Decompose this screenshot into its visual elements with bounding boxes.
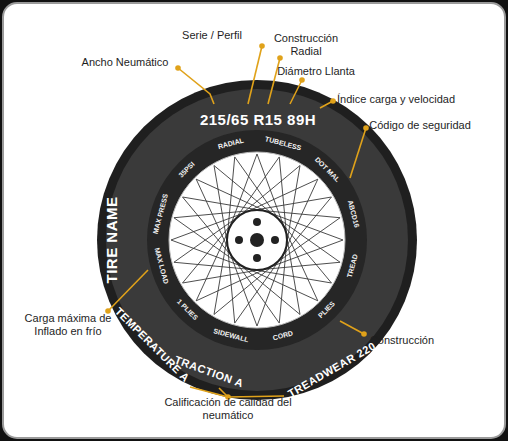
leader-dot xyxy=(363,125,369,131)
tire-tread xyxy=(97,80,417,400)
sidewall-text: TUBELESS xyxy=(263,135,301,153)
leader-dot xyxy=(175,65,181,71)
leader-line xyxy=(268,58,280,104)
sidewall-text: CORD xyxy=(272,329,294,342)
spoke xyxy=(283,225,318,301)
spoke xyxy=(242,266,318,301)
spoke xyxy=(196,225,231,301)
wire-spokes xyxy=(171,154,343,326)
leader-dot xyxy=(259,43,265,49)
sidewall-text: ABCD16 xyxy=(345,200,360,229)
leader-line xyxy=(190,387,228,397)
spoke xyxy=(214,232,228,314)
callout-label: Serie / Perfil xyxy=(182,29,242,42)
leader-dots xyxy=(105,43,369,400)
wheel-hub xyxy=(227,210,287,270)
callout-label: Calificación de calidad del neumático xyxy=(143,396,313,422)
center-hole xyxy=(250,233,264,247)
sidewall-text: TREAD xyxy=(345,253,359,278)
leader-line xyxy=(290,80,302,104)
leader-dot xyxy=(330,98,336,104)
spoke xyxy=(196,179,272,214)
spoke xyxy=(286,232,300,314)
sidewall-text: 1 PLIES xyxy=(175,298,199,322)
sidewall-text: PLIES xyxy=(317,300,337,320)
bead-band xyxy=(147,130,367,350)
lug-hole xyxy=(253,254,261,262)
card-panel xyxy=(3,3,505,438)
callout-label: Construcción xyxy=(370,334,434,347)
spoke xyxy=(249,269,331,283)
sidewall-text: SIDEWALL xyxy=(213,327,250,344)
leader-dot xyxy=(277,55,283,61)
leader-dot xyxy=(361,331,367,337)
sidewall-text: 35PSI xyxy=(177,160,196,179)
leader-line xyxy=(178,68,214,104)
callout-label: Construcción Radial xyxy=(266,32,346,58)
callout-label: Ancho Neumático xyxy=(82,56,169,69)
callout-label: Índice carga y velocidad xyxy=(337,93,455,106)
sidewall-text: MAX LOAD xyxy=(152,246,170,284)
size-marking: 215/65 R15 89H xyxy=(200,111,316,129)
sidewall-text: RADIAL xyxy=(218,137,246,152)
callout-label: Carga máxima de Inflado en frío xyxy=(18,312,118,338)
callout-label: Diámetro Llanta xyxy=(277,65,355,78)
lug-hole xyxy=(271,236,279,244)
leader-dot xyxy=(299,77,305,83)
quality-marking: TEMPERATURE A xyxy=(112,305,192,385)
leader-line xyxy=(248,46,262,104)
leader-lines xyxy=(108,46,366,397)
leader-line xyxy=(340,321,364,334)
sidewall-text: DOT MAL xyxy=(313,156,341,184)
callout-label: Código de seguridad xyxy=(369,119,471,132)
quality-marking: TREADWEAR 220 xyxy=(286,339,379,400)
lug-hole xyxy=(235,236,243,244)
spoke xyxy=(183,197,265,211)
sidewall-text: MAX PRESS xyxy=(152,193,171,235)
tire-name: TIRE NAME xyxy=(103,197,121,284)
lug-hole xyxy=(253,218,261,226)
wheel-rim xyxy=(169,152,345,328)
leader-line xyxy=(350,128,366,178)
